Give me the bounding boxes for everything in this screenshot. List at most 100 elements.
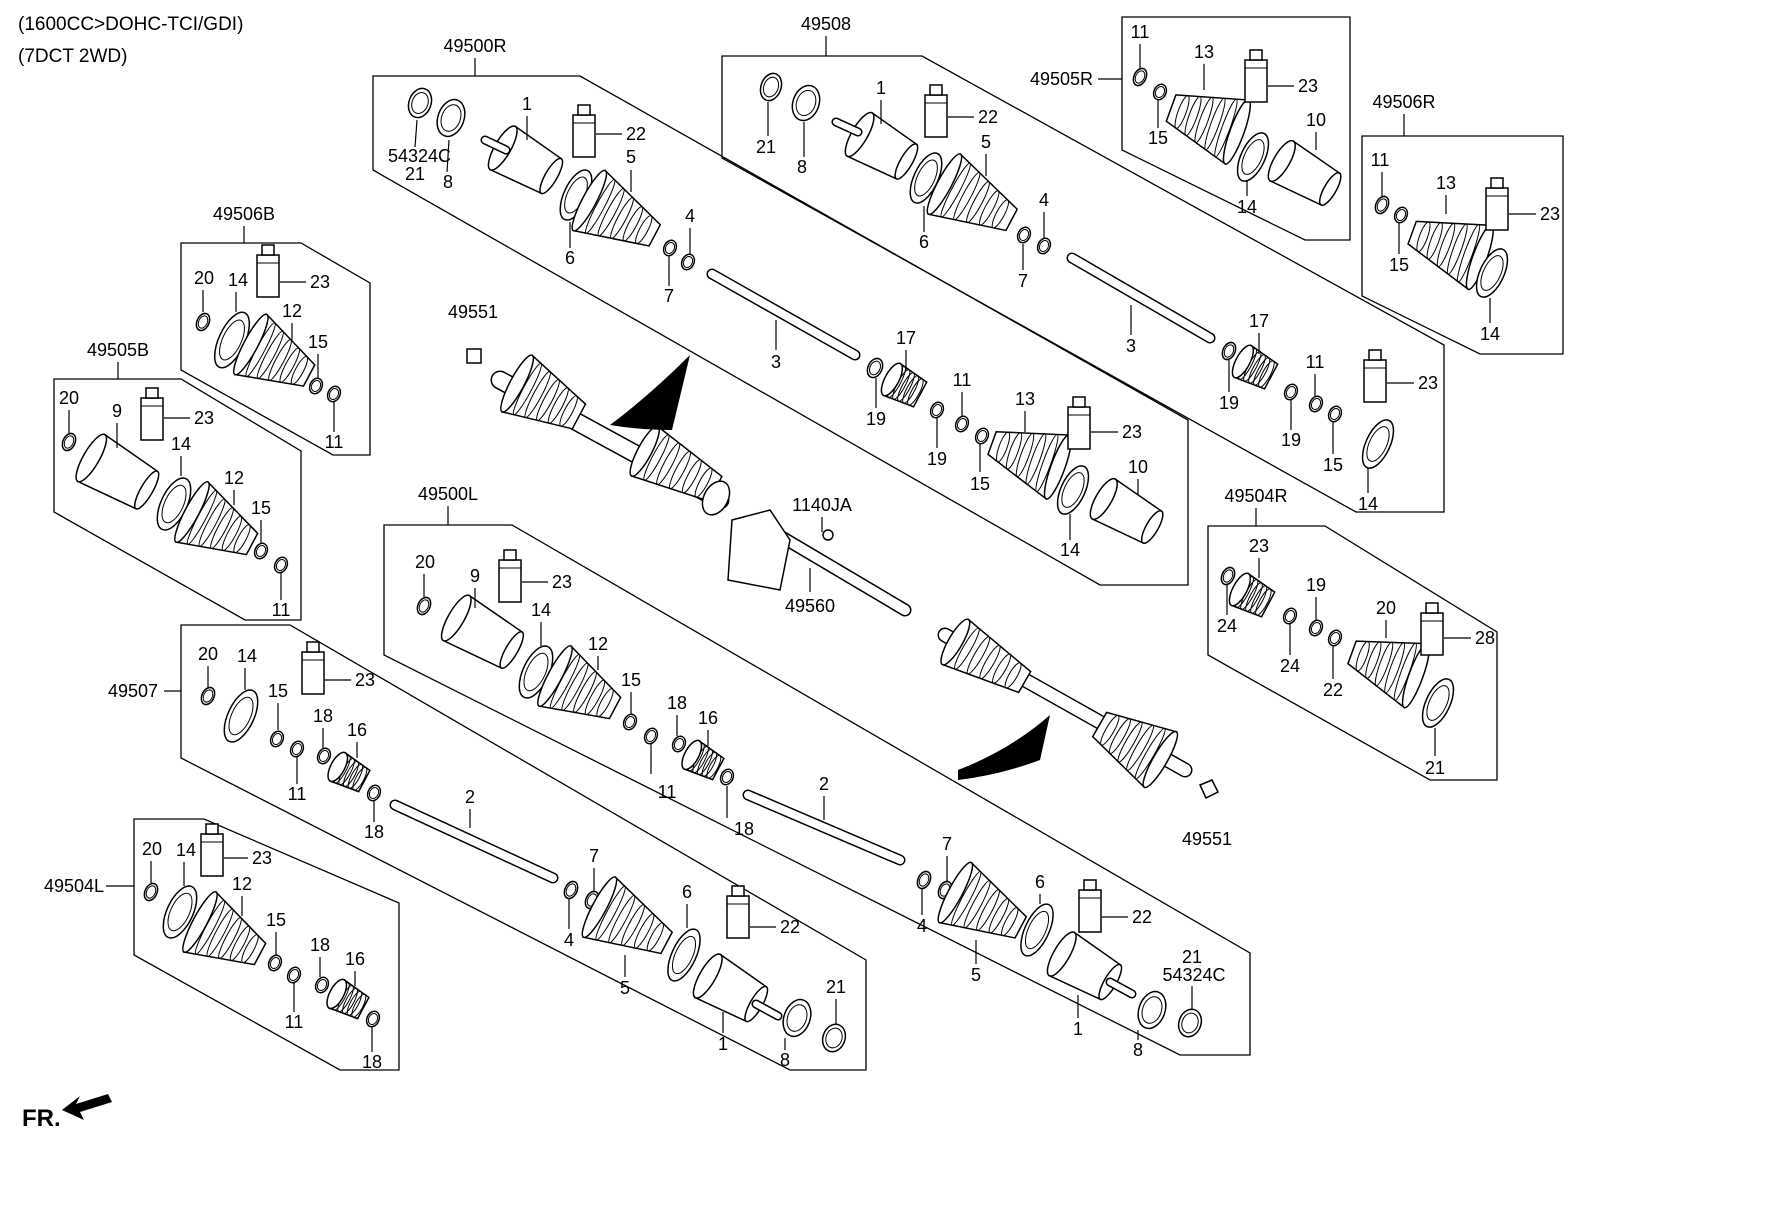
part-label-21: 21 — [826, 977, 846, 997]
part-label-23: 23 — [1540, 204, 1560, 224]
ring-part — [916, 870, 932, 890]
part-label-17: 17 — [896, 328, 916, 348]
ring-part — [407, 87, 433, 119]
grease-tube-part — [256, 244, 280, 298]
grease-tube-part — [1363, 349, 1387, 403]
panel-49505B — [53, 378, 302, 621]
intermediate-shaft — [763, 523, 912, 617]
ring-part — [1374, 195, 1390, 215]
ring-part — [1282, 607, 1298, 625]
part-label-19: 19 — [927, 449, 947, 469]
grease-tube-part — [1420, 602, 1444, 656]
part-label-18: 18 — [364, 822, 384, 842]
part-label-49551: 49551 — [448, 302, 498, 322]
part-label-15: 15 — [970, 474, 990, 494]
grease-tube-part — [572, 104, 596, 158]
ring-part — [366, 784, 382, 802]
panel-49508 — [721, 55, 1445, 513]
part-label-14: 14 — [171, 434, 191, 454]
part-label-15: 15 — [621, 670, 641, 690]
part-label-4: 4 — [564, 930, 574, 950]
ring-part — [1220, 566, 1236, 586]
ring-part — [1016, 226, 1032, 244]
ring-part — [719, 768, 735, 786]
ring-part — [671, 735, 687, 753]
part-label-6: 6 — [565, 248, 575, 268]
part-label-15: 15 — [268, 681, 288, 701]
ring-part — [267, 954, 283, 972]
part-label-19: 19 — [866, 409, 886, 429]
boot-part — [182, 890, 267, 966]
part-label-5: 5 — [971, 965, 981, 985]
part-label-24: 24 — [1280, 656, 1300, 676]
part-label-22: 22 — [1132, 907, 1152, 927]
shaft-part — [1066, 252, 1216, 344]
part-label-21: 21 — [756, 137, 776, 157]
part-label-22: 22 — [780, 917, 800, 937]
right-shaft-inner-boot — [629, 425, 723, 503]
part-label-18: 18 — [313, 706, 333, 726]
leader-line — [446, 139, 450, 173]
ring-part — [1137, 990, 1167, 1030]
ring-part — [286, 966, 302, 984]
ring-part — [253, 542, 269, 560]
bolt-1140JA — [822, 529, 834, 541]
part-label-49508: 49508 — [801, 14, 851, 34]
ring-part — [821, 1023, 847, 1053]
ring-part — [1283, 383, 1299, 401]
ring-part — [1475, 248, 1509, 298]
part-label-11: 11 — [953, 370, 972, 390]
part-label-7: 7 — [942, 834, 952, 854]
ring-part — [1177, 1008, 1203, 1038]
part-label-21: 21 — [1425, 758, 1445, 778]
part-label-49505B: 49505B — [87, 340, 149, 360]
ring-part — [326, 385, 342, 403]
part-label-7: 7 — [664, 286, 674, 306]
boot-part — [232, 313, 316, 387]
part-label-54324C: 54324C — [1162, 965, 1225, 985]
part-label-18: 18 — [362, 1052, 382, 1072]
part-label-2: 2 — [465, 787, 475, 807]
boot-part — [1228, 572, 1276, 618]
ring-part — [273, 556, 289, 574]
ring-part — [61, 432, 77, 452]
part-label-9: 9 — [112, 401, 122, 421]
shaft-part — [742, 789, 906, 866]
cv-joint-1-508 — [844, 111, 919, 180]
part-label-49500L: 49500L — [418, 484, 478, 504]
part-label-13: 13 — [1436, 173, 1456, 193]
ring-part — [1152, 83, 1168, 101]
part-label-49506B: 49506B — [213, 204, 275, 224]
part-label-8: 8 — [797, 157, 807, 177]
ring-part — [759, 72, 783, 102]
part-label-12: 12 — [588, 634, 608, 654]
part-label-6: 6 — [1035, 872, 1045, 892]
part-label-23: 23 — [1122, 422, 1142, 442]
ring-part — [436, 98, 466, 138]
part-label-18: 18 — [667, 693, 687, 713]
part-label-14: 14 — [1480, 324, 1500, 344]
part-label-1140JA: 1140JA — [792, 495, 852, 515]
ring-part — [1056, 465, 1090, 515]
nut-49551-bottom — [1198, 779, 1220, 800]
ring-part — [195, 312, 211, 332]
right-shaft-outer-boot — [500, 354, 587, 430]
ring-part — [1236, 132, 1270, 182]
part-label-8: 8 — [443, 172, 453, 192]
part-label-20: 20 — [415, 552, 435, 572]
part-label-10: 10 — [1306, 110, 1326, 130]
panel-49504R — [1207, 525, 1498, 781]
right-shaft-end — [701, 480, 731, 516]
part-label-7: 7 — [589, 846, 599, 866]
part-label-11: 11 — [1371, 150, 1390, 170]
part-label-12: 12 — [232, 874, 252, 894]
part-label-17: 17 — [1249, 311, 1269, 331]
panel-49506R — [1361, 135, 1564, 355]
boot-part — [537, 644, 622, 720]
grease-tube-part — [498, 549, 522, 603]
part-label-11: 11 — [1306, 352, 1325, 372]
part-label-1: 1 — [876, 78, 886, 98]
front-direction-label: FR. — [22, 1105, 61, 1132]
part-label-21: 21 — [405, 164, 425, 184]
